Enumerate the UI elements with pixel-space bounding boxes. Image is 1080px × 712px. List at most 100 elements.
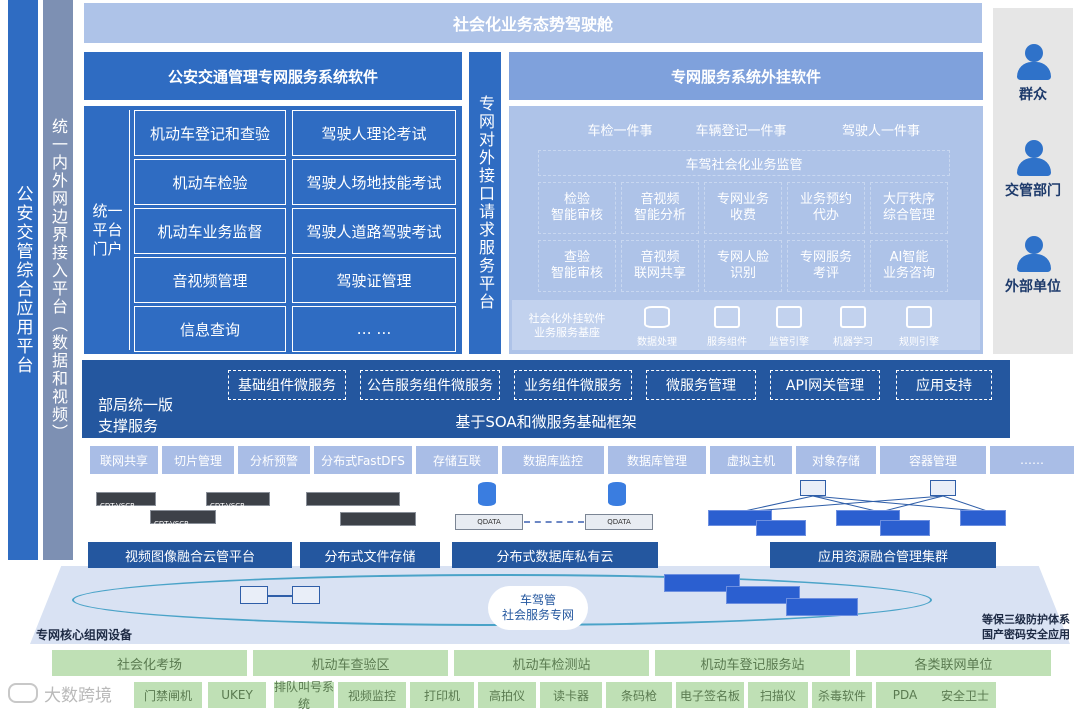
protection-label-1: 等保三级防护体系 — [982, 613, 1070, 626]
site-label: 机动车查验区 — [253, 650, 448, 676]
traffic-software-title: 公安交通管理专网服务系统软件 — [167, 67, 378, 86]
vscp-server-2-label: CDT-VSCP — [210, 502, 245, 510]
traffic-function-cell-label: 机动车检验 — [172, 173, 248, 192]
qdata-server-2: QDATA — [585, 514, 653, 530]
plugin-function-cell-label: 检验 智能审核 — [550, 192, 603, 223]
request-platform-bar: 专网对外接口请求服务平台 — [469, 52, 501, 354]
terminal-label: 视频监控 — [338, 682, 406, 708]
core-network-label: 专网核心组网设备 — [36, 626, 196, 642]
traffic-function-cell-label: 驾驶人理论考试 — [321, 124, 427, 143]
core-switch-icon — [292, 586, 320, 604]
traffic-function-cell: 信息查询 — [134, 306, 286, 352]
base-icon — [714, 306, 740, 328]
terminal-label-label: 读卡器 — [552, 688, 589, 703]
base-item: 机器学习 — [818, 332, 888, 348]
cluster-label: 分布式文件存储 — [300, 542, 440, 568]
watermark-text: 大数跨境 — [44, 685, 112, 706]
terminal-label-label: PDA — [892, 688, 918, 702]
site-label-label: 各类联网单位 — [914, 657, 993, 673]
base-item: 规则引擎 — [884, 332, 954, 348]
user-label-label: 群众 — [1019, 87, 1047, 103]
supervision-label: 车驾社会化业务监管 — [685, 157, 803, 173]
unified-portal-label: 统一平台门户 — [92, 201, 123, 258]
base-item-label: 数据处理 — [637, 336, 677, 348]
security-rack — [786, 598, 858, 616]
base-icon — [906, 306, 932, 328]
soa-framework-label: 基于SOA和微服务基础框架 — [455, 412, 637, 431]
service-base — [512, 300, 980, 350]
traffic-function-cell-label: 驾驶人场地技能考试 — [306, 173, 442, 192]
user-icon-body — [1017, 158, 1051, 176]
infra-tag-label: 对象存储 — [811, 453, 860, 468]
cluster-label-label: 分布式文件存储 — [324, 549, 416, 565]
base-item: 服务组件 — [692, 332, 762, 348]
terminal-label-label: 杀毒软件 — [817, 688, 866, 703]
soa-framework: 基于SOA和微服务基础框架 — [82, 408, 1010, 434]
server-rack — [960, 510, 1006, 526]
plugin-function-cell: 专网人脸 识别 — [704, 240, 782, 292]
microservice-item-label: API网关管理 — [785, 378, 865, 394]
infra-tag-label: 切片管理 — [173, 453, 222, 468]
microservice-item: 应用支持 — [896, 370, 992, 400]
one-thing-item-label: 驾驶人一件事 — [841, 123, 920, 139]
infra-tag-label: 数据库管理 — [626, 453, 687, 468]
microservice-item-label: 基础组件微服务 — [238, 378, 336, 394]
plugin-function-cell: 查验 智能审核 — [538, 240, 616, 292]
infra-tag: 联网共享 — [90, 446, 158, 474]
traffic-function-cell: … … — [292, 306, 456, 352]
one-thing-item-label: 车辆登记一件事 — [695, 123, 787, 139]
security-rack — [726, 586, 800, 604]
terminal-label: 杀毒软件 — [812, 682, 872, 708]
base-item: 数据处理 — [622, 332, 692, 348]
infra-tag: 分布式FastDFS — [314, 446, 412, 474]
support-services-title-text: 部局统一版 支撑服务 — [98, 396, 174, 435]
base-item-label: 机器学习 — [833, 336, 873, 348]
infra-tag: 数据库监控 — [502, 446, 604, 474]
protection-label: 等保三级防护体系 国产密码安全应用 — [940, 612, 1070, 644]
base-item-label: 规则引擎 — [899, 336, 939, 348]
cluster-label-label: 视频图像融合云管平台 — [124, 549, 255, 565]
infra-tag-label: 分布式FastDFS — [321, 453, 405, 468]
terminal-label: 打印机 — [410, 682, 474, 708]
plugin-software-title: 专网服务系统外挂软件 — [670, 67, 821, 86]
site-label: 社会化考场 — [52, 650, 247, 676]
private-network-cloud: 车驾管 社会服务专网 — [488, 586, 588, 630]
microservice-item-label: 应用支持 — [916, 378, 972, 394]
traffic-function-cell: 机动车检验 — [134, 159, 286, 205]
user-icon — [1025, 44, 1043, 62]
cluster-label: 应用资源融合管理集群 — [770, 542, 996, 568]
database-icon-2 — [608, 482, 626, 506]
infra-tag-label: 分析预警 — [249, 453, 298, 468]
one-thing-item: 驾驶人一件事 — [826, 118, 936, 140]
traffic-function-cell: 机动车业务监督 — [134, 208, 286, 254]
microservice-item-label: 业务组件微服务 — [524, 378, 622, 394]
site-label: 各类联网单位 — [856, 650, 1051, 676]
traffic-function-cell-label: 驾驶证管理 — [336, 271, 412, 290]
traffic-function-cell-label: 机动车业务监督 — [157, 222, 263, 241]
terminal-label: UKEY — [208, 682, 266, 708]
qdata-server-1-label: QDATA — [477, 518, 501, 526]
user-label: 交管部门 — [993, 180, 1073, 200]
infra-tag: 虚拟主机 — [710, 446, 792, 474]
plugin-function-cell: 音视频 联网共享 — [621, 240, 699, 292]
base-icon — [840, 306, 866, 328]
plugin-function-cell: AI智能 业务咨询 — [870, 240, 948, 292]
plugin-function-cell-label: 专网人脸 识别 — [716, 250, 769, 281]
one-thing-item: 车检一件事 — [565, 118, 675, 140]
plugin-function-cell: 专网服务 考评 — [787, 240, 865, 292]
comprehensive-platform-bar: 公安交管综合应用平台 — [8, 0, 38, 560]
traffic-function-cell-label: 信息查询 — [179, 320, 240, 339]
infra-tag: 对象存储 — [796, 446, 876, 474]
infra-tag: 数据库管理 — [608, 446, 706, 474]
base-item-label: 服务组件 — [707, 336, 747, 348]
cockpit-header: 社会化业务态势驾驶舱 — [84, 3, 982, 43]
traffic-function-cell: 驾驶证管理 — [292, 257, 456, 303]
infra-tag-label: 联网共享 — [99, 453, 148, 468]
terminal-label: 读卡器 — [540, 682, 602, 708]
infra-tag-label: 存储互联 — [432, 453, 481, 468]
base-item: 监管引擎 — [754, 332, 824, 348]
site-label: 机动车检测站 — [454, 650, 649, 676]
user-label-label: 交管部门 — [1005, 183, 1061, 199]
microservice-item: 微服务管理 — [646, 370, 756, 400]
plugin-software-header: 专网服务系统外挂软件 — [509, 52, 983, 100]
